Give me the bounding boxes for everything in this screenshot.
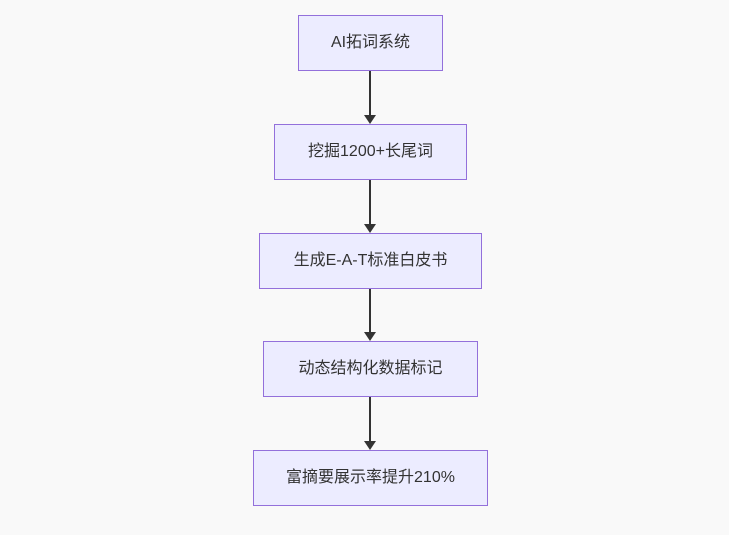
flow-node-label: 富摘要展示率提升210%: [286, 469, 455, 487]
arrowhead-down-icon: [364, 332, 376, 341]
arrow-line: [369, 397, 371, 441]
arrow-n4-n5: [364, 397, 376, 450]
flow-node-label: 生成E-A-T标准白皮书: [293, 252, 448, 270]
arrow-n1-n2: [364, 71, 376, 124]
flow-node-label: AI拓词系统: [330, 34, 411, 52]
flow-node-label: 动态结构化数据标记: [298, 360, 443, 378]
arrow-line: [369, 289, 371, 332]
arrow-n2-n3: [364, 180, 376, 233]
flow-node-rich-snippet-result: 富摘要展示率提升210%: [253, 450, 488, 506]
flow-node-eat-whitepaper: 生成E-A-T标准白皮书: [259, 233, 482, 289]
arrow-n3-n4: [364, 289, 376, 341]
arrowhead-down-icon: [364, 115, 376, 124]
arrowhead-down-icon: [364, 441, 376, 450]
flow-node-structured-data: 动态结构化数据标记: [263, 341, 478, 397]
flow-node-ai-keyword-system: AI拓词系统: [298, 15, 443, 71]
flow-node-label: 挖掘1200+长尾词: [308, 143, 433, 161]
arrow-line: [369, 71, 371, 115]
arrowhead-down-icon: [364, 224, 376, 233]
flow-node-longtail-mining: 挖掘1200+长尾词: [274, 124, 467, 180]
arrow-line: [369, 180, 371, 224]
